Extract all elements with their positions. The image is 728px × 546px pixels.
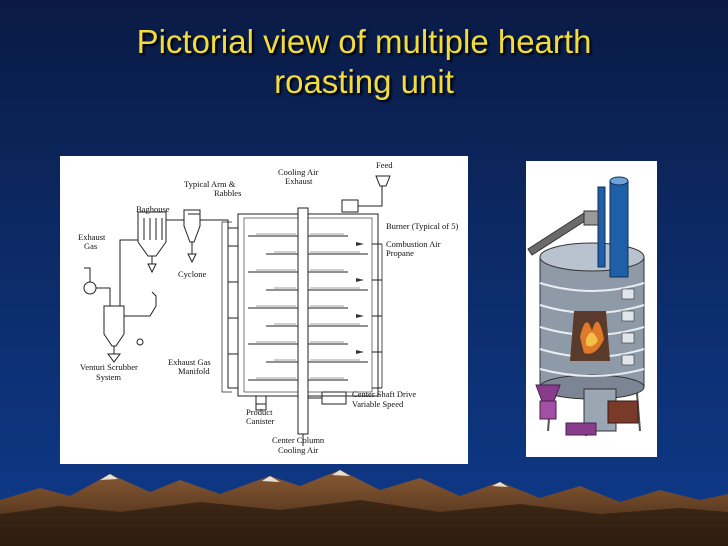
- label-typical-arm-2: Rabbles: [214, 188, 241, 198]
- baghouse: [137, 211, 167, 257]
- label-propane: Propane: [386, 248, 414, 258]
- feed-conveyor: [341, 199, 359, 213]
- label-cooling-air-exhaust-2: Exhaust: [285, 176, 313, 186]
- center-shaft-drive: [321, 391, 347, 405]
- label-exhaust-manifold-2: Manifold: [178, 366, 210, 376]
- drive-motor: [607, 400, 639, 424]
- label-baghouse: Baghouse: [136, 204, 170, 214]
- label-venturi-2: System: [96, 372, 121, 382]
- cyclone: [183, 209, 201, 243]
- schematic-diagram-panel: Feed Cooling Air Exhaust Typical Arm & R…: [60, 156, 468, 464]
- exhaust-stack: [609, 180, 629, 278]
- label-typical-arm-1: Typical Arm &: [184, 179, 236, 189]
- slide-title-line-1: Pictorial view of multiple hearth: [136, 23, 592, 60]
- label-shaft-drive-1: Center Shaft Drive: [352, 389, 416, 399]
- product-canister: [255, 396, 267, 405]
- label-burner: Burner (Typical of 5): [386, 221, 459, 231]
- label-feed: Feed: [376, 160, 393, 170]
- burners: [372, 243, 382, 389]
- slide-title: Pictorial view of multiple hearth roasti…: [0, 22, 728, 102]
- label-product-1: Product: [246, 407, 273, 417]
- pictorial-view-panel: [526, 161, 657, 457]
- label-exhaust-gas-2: Gas: [84, 241, 97, 251]
- label-center-column-2: Cooling Air: [278, 445, 319, 455]
- venturi-scrubber: [103, 305, 125, 347]
- schematic-diagram: Feed Cooling Air Exhaust Typical Arm & R…: [78, 160, 459, 455]
- feed-hopper: [375, 175, 391, 187]
- label-cooling-air-exhaust-1: Cooling Air: [278, 167, 319, 177]
- label-exhaust-manifold-1: Exhaust Gas: [168, 357, 211, 367]
- label-shaft-drive-2: Variable Speed: [352, 399, 404, 409]
- label-exhaust-gas-1: Exhaust: [78, 232, 106, 242]
- exhaust-manifold-pipes: [227, 227, 238, 389]
- discharge-hopper: [535, 384, 561, 402]
- exhaust-fan: [83, 281, 97, 295]
- label-center-column-1: Center Column: [272, 435, 325, 445]
- label-venturi-1: Venturi Scrubber: [80, 362, 138, 372]
- label-combustion-air: Combustion Air: [386, 239, 441, 249]
- slide-title-line-2: roasting unit: [274, 63, 454, 100]
- feed-pipe: [597, 186, 606, 268]
- label-cyclone: Cyclone: [178, 269, 207, 279]
- mountain-range-decoration: [0, 470, 728, 546]
- pictorial-roaster-illustration: [527, 176, 645, 436]
- label-product-2: Canister: [246, 416, 274, 426]
- center-shaft: [297, 207, 309, 435]
